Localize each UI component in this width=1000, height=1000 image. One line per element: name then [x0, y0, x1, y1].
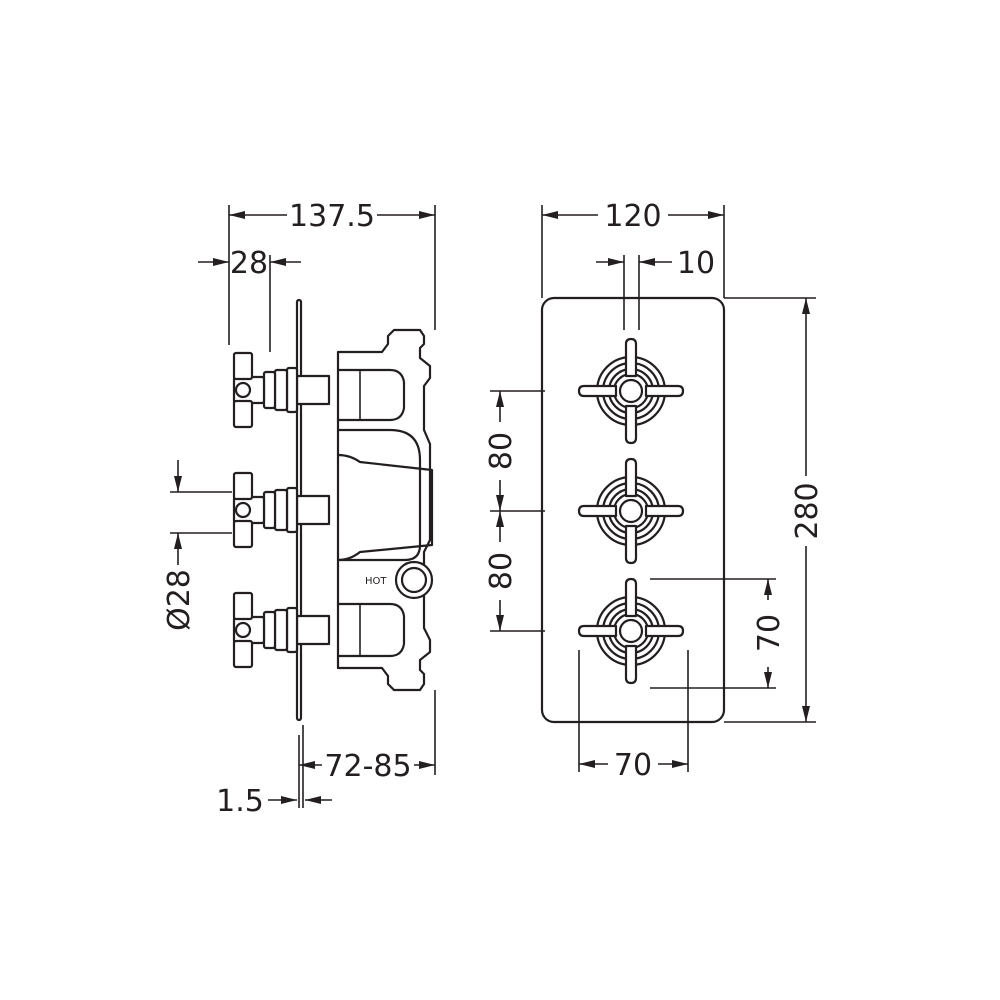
side-dimensions: 137.5 28 Ø28 72-85 1.5: [162, 199, 436, 819]
front-handle-bottom: [577, 577, 685, 685]
dim-handle-height: 70: [752, 614, 787, 652]
valve-body-lower-cartridge: [338, 602, 406, 658]
hot-label: HOT: [365, 576, 387, 587]
dim-wall-depth: 72-85: [324, 749, 411, 784]
valve-body-upper-cartridge: [338, 368, 406, 422]
front-handle-top: [577, 337, 685, 445]
dim-plate-thickness: 1.5: [216, 784, 264, 819]
side-handle-top: [232, 351, 331, 429]
side-handle-bottom: [232, 591, 331, 669]
dim-spacing-upper: 80: [484, 432, 519, 470]
dim-overall-depth: 137.5: [289, 199, 375, 234]
side-view: HOT: [232, 298, 434, 722]
dim-spindle-width: 10: [677, 246, 715, 281]
valve-body-central-thermostat: [338, 428, 422, 562]
valve-body-outline: [336, 328, 432, 692]
front-view: [540, 296, 726, 724]
front-handle-middle: [577, 457, 685, 565]
dim-spacing-lower: 80: [484, 552, 519, 590]
faceplate: [540, 296, 726, 724]
dim-handle-depth: 28: [230, 246, 268, 281]
dim-handle-width: 70: [614, 748, 652, 783]
dim-plate-width: 120: [604, 199, 661, 234]
dim-handle-diameter: Ø28: [162, 569, 197, 631]
dim-plate-height: 280: [790, 482, 825, 539]
front-dimensions: 120 10 280 80 80: [484, 199, 825, 783]
side-handle-middle: [232, 471, 331, 549]
